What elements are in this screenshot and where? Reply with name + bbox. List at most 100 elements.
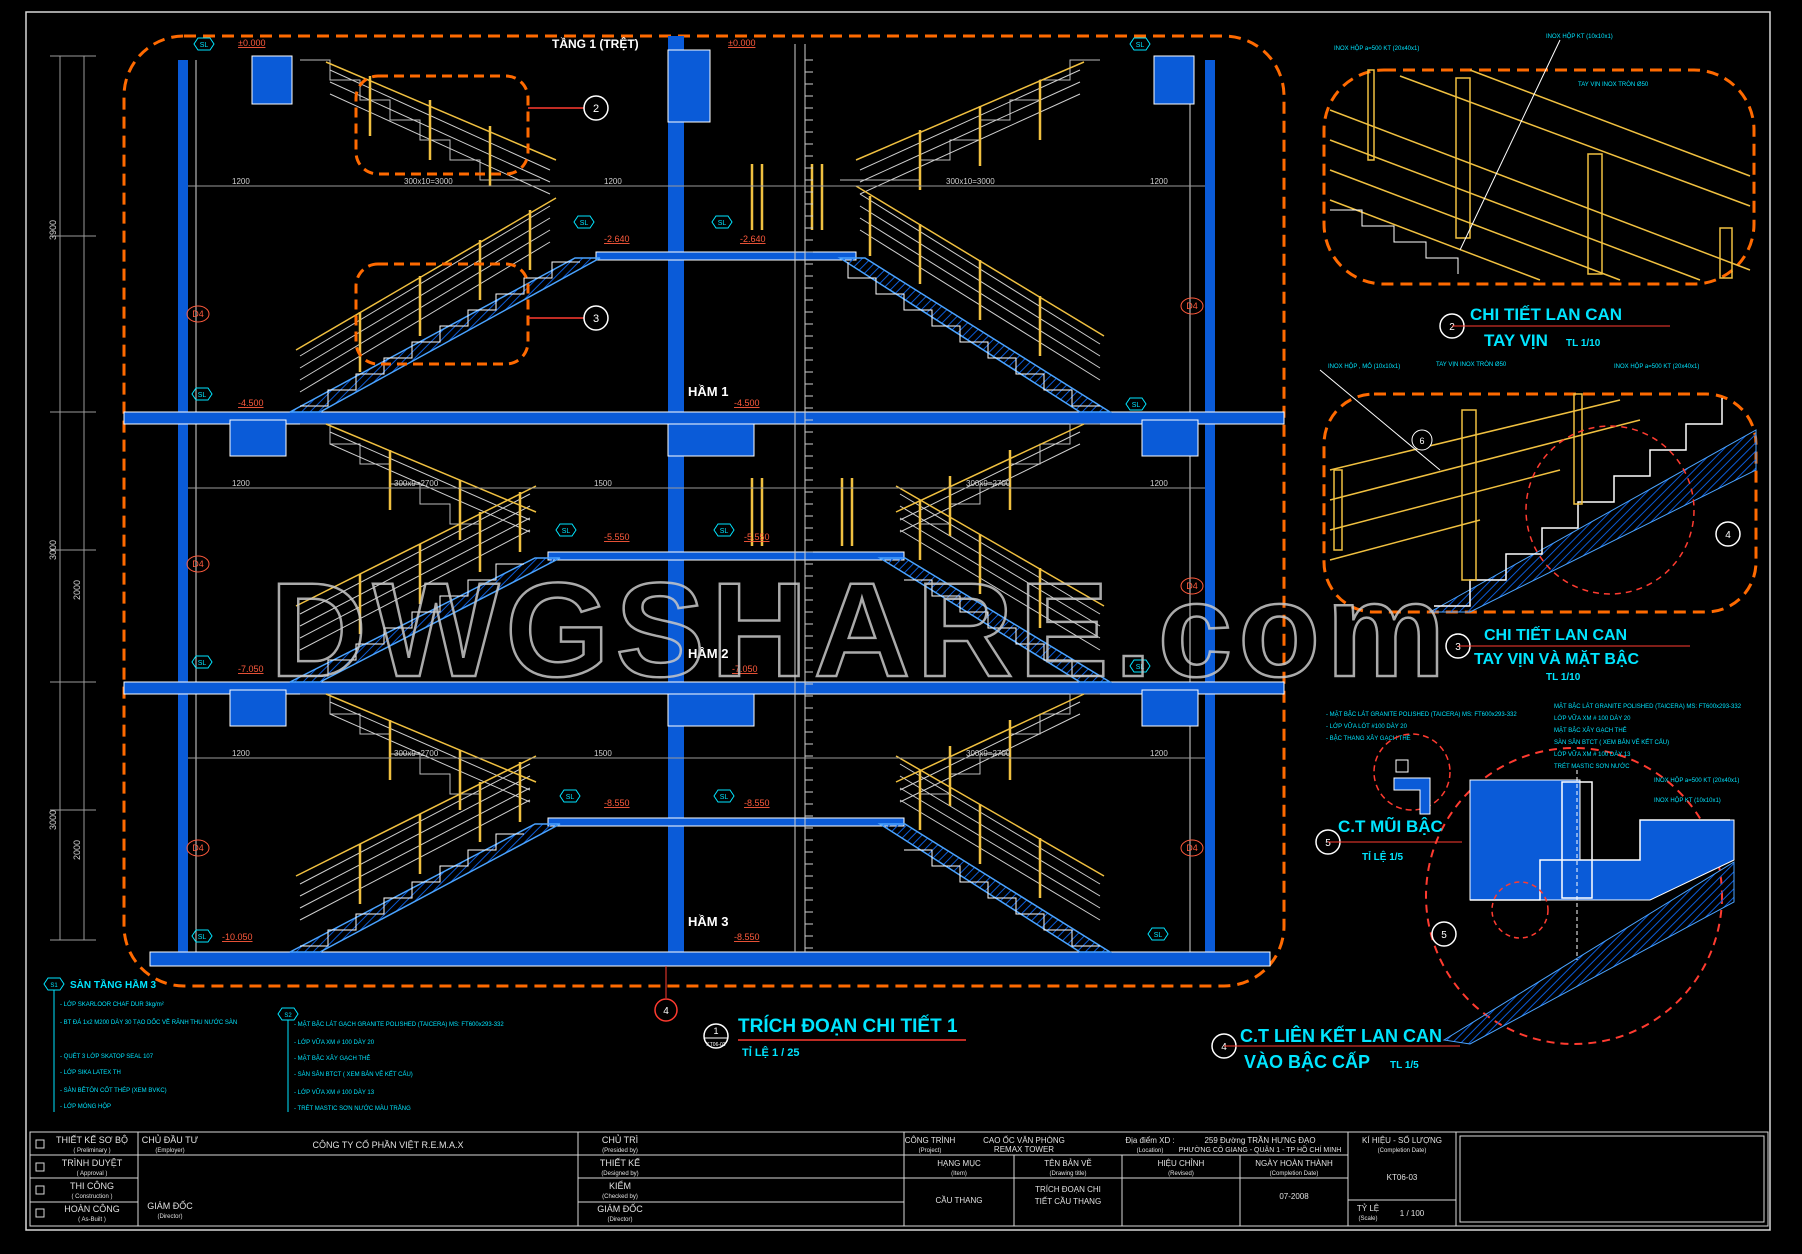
- date-label-en: (Completion Date): [1270, 1171, 1319, 1177]
- revised-label: HIỆU CHỈNH: [1158, 1159, 1205, 1168]
- legend-floor-tag: S1: [50, 983, 58, 989]
- level-4500-a: -4.500: [238, 398, 264, 408]
- location: 259 Đường TRẦN HƯNG ĐẠO: [1204, 1135, 1315, 1145]
- legend-stair-item-4: - SÀN SÂN BTCT ( XEM BẢN VẼ KẾT CẤU): [294, 1071, 413, 1078]
- role-presided-en: (Presided by): [602, 1148, 638, 1154]
- stage-preliminary: THIẾT KẾ SƠ BỘ: [56, 1135, 128, 1145]
- detail-4-note-l1: - MẶT BẬC LÁT GRANITE POLISHED (TAICERA)…: [1326, 711, 1517, 718]
- section-callouts: 2 3: [354, 74, 609, 366]
- scale-value: 1 / 100: [1400, 1209, 1425, 1218]
- detail-1-number: 1: [713, 1026, 718, 1036]
- detail-3-number: 3: [1455, 642, 1461, 653]
- dim-left-2: 3000: [48, 540, 58, 560]
- detail-4-box-note-2: INOX HỘP KT (10x10x1): [1654, 797, 1721, 804]
- detail-3-scale: TL 1/10: [1546, 672, 1581, 683]
- owner-label: CHỦ ĐẦU TƯ: [142, 1134, 199, 1145]
- detail-4-note-l2: - LỚP VỮA LÓT #100 DÀY 20: [1326, 723, 1408, 730]
- sl-tag: SL: [200, 42, 209, 49]
- detail-2: INOX HỘP a=500 KT (20x40x1) INOX HỘP KT …: [1322, 33, 1756, 350]
- dim-run-4: 1200: [232, 479, 250, 488]
- project-name-2: REMAX TOWER: [994, 1145, 1054, 1154]
- drawing-label: TÊN BẢN VẼ: [1044, 1159, 1092, 1168]
- detail-3-title-2: TAY VỊN VÀ MẶT BẬC: [1474, 649, 1640, 668]
- stair-flights: [289, 59, 1113, 953]
- stage-checkbox: [35, 1139, 45, 1149]
- watermark: DWGSHARE.com: [270, 556, 1451, 705]
- drawing-code: KT06-03: [1387, 1173, 1418, 1182]
- date-label: NGÀY HOÀN THÀNH: [1255, 1159, 1333, 1168]
- legend-floor-item-6: - LỚP MÓNG HỘP: [60, 1103, 111, 1110]
- legend-floor-item-3: - QUÉT 3 LỚP SKATOP SEAL 107: [60, 1053, 154, 1060]
- door-tags: D4 D4 D4 D4 D4 D4: [186, 297, 1204, 857]
- sl-tag: SL: [1136, 664, 1145, 671]
- role-presided: CHỦ TRÌ: [602, 1134, 638, 1145]
- sl-tag: SL: [198, 392, 207, 399]
- slab-ham1: [123, 411, 1285, 425]
- drawing-title: TRÍCH ĐOẠN CHI: [1035, 1185, 1101, 1194]
- project-label-en: (Project): [919, 1148, 942, 1154]
- drawing-title-2: TIẾT CẦU THANG: [1035, 1196, 1101, 1206]
- project-label: CÔNG TRÌNH: [905, 1136, 956, 1145]
- item-label-en: (Item): [951, 1171, 967, 1177]
- detail-4-title-2: VÀO BẬC CẤP: [1244, 1051, 1370, 1072]
- legend-stair-item-6: - TRÉT MASTIC SƠN NƯỚC MÀU TRẮNG: [294, 1104, 411, 1112]
- legend-stair-tag: S2: [284, 1013, 292, 1019]
- detail-4-box-note-1: INOX HỘP a=500 KT (20x40x1): [1654, 777, 1739, 784]
- owner-label-en: (Employer): [155, 1148, 184, 1154]
- code-label: KÍ HIỆU - SỐ LƯỢNG: [1362, 1135, 1442, 1145]
- detail-3-title-1: CHI TIẾT LAN CAN: [1484, 625, 1627, 644]
- detail-2-note-3: TAY VỊN INOX TRÒN Ø50: [1578, 81, 1649, 88]
- dim-left-3: 3000: [48, 810, 58, 830]
- landing-2: [547, 551, 905, 561]
- floor-label-ham2: HẦM 2: [688, 646, 728, 661]
- dim-flight-3: 300x9=2700: [394, 479, 439, 488]
- detail-4-note-r1: MẶT BẬC LÁT GRANITE POLISHED (TAICERA) M…: [1554, 703, 1742, 710]
- floor-label-ham1: HẦM 1: [688, 384, 728, 399]
- door-tag: D4: [192, 559, 204, 569]
- dim-left-4: 2000: [72, 580, 82, 600]
- detail-3-marker-a: 6: [1419, 436, 1424, 446]
- detail-2-title-1: CHI TIẾT LAN CAN: [1470, 305, 1622, 324]
- detail-2-note-2: INOX HỘP KT (10x10x1): [1546, 33, 1613, 40]
- drawing-label-en: (Drawing title): [1049, 1171, 1086, 1177]
- detail-4-note-r5: LỚP VỮA XM # 100 DÀY 13: [1554, 751, 1631, 758]
- beam-4: [1141, 689, 1199, 727]
- legend-stair: S2 - MẶT BẬC LÁT GẠCH GRANITE POLISHED (…: [277, 1007, 504, 1112]
- legend-floor-item-4: - LỚP SIKA LATEX TH: [60, 1069, 121, 1076]
- door-tag: D4: [192, 843, 204, 853]
- detail-4-title-1: C.T LIÊN KẾT LAN CAN: [1240, 1025, 1442, 1046]
- detail-2-scale: TL 1/10: [1566, 338, 1601, 349]
- detail-1-scale: TỈ LỆ 1 / 25: [742, 1046, 799, 1059]
- item-label: HẠNG MỤC: [937, 1159, 981, 1168]
- stage-checkbox: [35, 1208, 45, 1218]
- level-10050: -10.050: [222, 932, 253, 942]
- detail-2-number: 2: [1449, 322, 1455, 333]
- sheet-border: [25, 11, 1771, 1231]
- location-2: PHƯỜNG CÔ GIANG - QUẬN 1 - TP HỒ CHÍ MIN…: [1179, 1144, 1342, 1154]
- role-director-en: (Director): [608, 1217, 633, 1223]
- level-5550-a: -5.550: [604, 532, 630, 542]
- level-0: ±0.000: [238, 38, 265, 48]
- level-7050-a: -7.050: [238, 664, 264, 674]
- detail-2-title-2: TAY VỊN: [1484, 331, 1548, 350]
- detail-5-scale: TỈ LỆ 1/5: [1362, 850, 1404, 863]
- stage-asbuilt: HOÀN CÔNG: [64, 1204, 120, 1214]
- stage-checkbox: [35, 1162, 45, 1172]
- door-tag: D4: [1186, 581, 1198, 591]
- location-label-en: (Location): [1137, 1148, 1164, 1154]
- detail-4-note-r3: MẶT BẬC XÂY GẠCH THẺ: [1554, 727, 1627, 734]
- director-label: GIÁM ĐỐC: [147, 1200, 193, 1211]
- completion-date: 07-2008: [1279, 1192, 1309, 1201]
- slab-ham3: [149, 951, 1271, 967]
- level-4500-b: -4.500: [734, 398, 760, 408]
- role-checked: KIỂM: [609, 1180, 631, 1191]
- owner-name: CÔNG TY CỔ PHẦN VIỆT R.E.M.A.X: [312, 1139, 463, 1150]
- dim-run-1: 1200: [232, 177, 250, 186]
- beam-top-left: [251, 55, 293, 105]
- legend-stair-item-1: - MẶT BẬC LÁT GẠCH GRANITE POLISHED (TAI…: [294, 1021, 504, 1028]
- sl-tag: SL: [198, 934, 207, 941]
- detail-3-note-3: INOX HỘP a=500 KT (20x40x1): [1614, 363, 1699, 370]
- detail-1-ref: KT06-03: [706, 1042, 725, 1048]
- detail-4-note-l3: - BẬC THANG XÂY GẠCH THẺ: [1326, 735, 1411, 742]
